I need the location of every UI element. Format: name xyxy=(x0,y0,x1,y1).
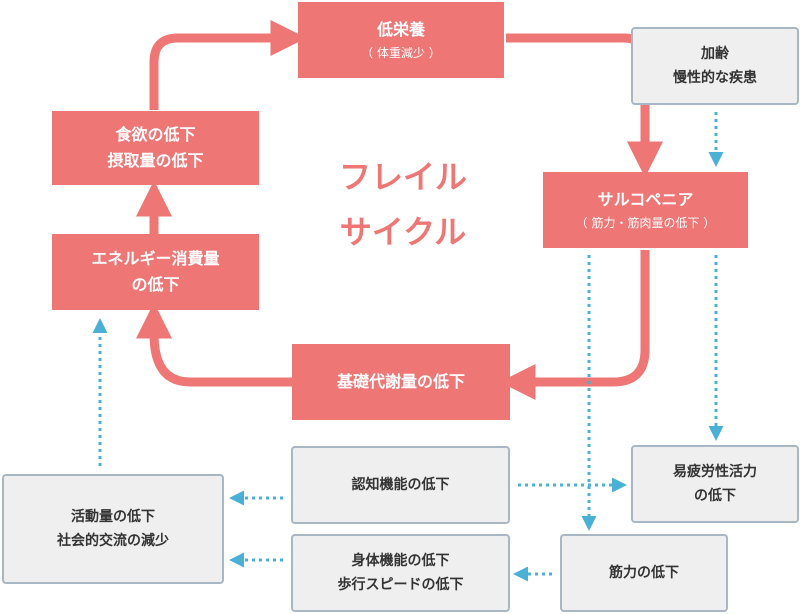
node-strength: 筋力の低下 xyxy=(560,534,728,612)
node-undernutrition-title: 低栄養 xyxy=(376,20,425,39)
arrow-appetite-to-undernutrition xyxy=(149,20,307,110)
node-undernutrition: 低栄養 （ 体重減少 ） xyxy=(298,2,504,78)
node-sarcopenia-sub: （ 筋力・筋肉量の低下 ） xyxy=(575,216,716,230)
node-sarcopenia: サルコペニア （ 筋力・筋肉量の低下 ） xyxy=(543,172,748,248)
node-activity-line1: 活動量の低下 xyxy=(71,509,155,525)
node-physical-line2: 歩行スピードの低下 xyxy=(337,577,464,593)
node-appetite-line2: 摂取量の低下 xyxy=(107,151,204,170)
node-strength-line1: 筋力の低下 xyxy=(609,565,679,581)
node-appetite-line1: 食欲の低下 xyxy=(115,125,196,144)
node-aging-line2: 慢性的な疾患 xyxy=(673,70,757,86)
node-activity: 活動量の低下 社会的交流の減少 xyxy=(2,474,224,584)
node-undernutrition-sub: （ 体重減少 ） xyxy=(361,46,441,60)
node-sarcopenia-title: サルコペニア xyxy=(597,190,694,209)
node-physical-line1: 身体機能の低下 xyxy=(351,553,450,569)
cycle-title-line1: フレイル xyxy=(338,158,467,196)
node-aging-line1: 加齢 xyxy=(701,46,729,62)
node-fatigue: 易疲労性活力 の低下 xyxy=(631,445,799,523)
node-aging: 加齢 慢性的な疾患 xyxy=(631,27,799,105)
node-fatigue-line2: の低下 xyxy=(694,488,736,504)
node-cognitive: 認知機能の低下 xyxy=(291,446,510,524)
node-activity-line2: 社会的交流の減少 xyxy=(57,533,169,549)
arrow-undernutrition-to-sarcopenia xyxy=(506,33,663,178)
node-energy: エネルギー消費量 の低下 xyxy=(52,234,259,310)
node-basal-metabolism: 基礎代謝量の低下 xyxy=(292,344,510,420)
node-basal-metabolism-title: 基礎代謝量の低下 xyxy=(336,372,465,391)
node-energy-line1: エネルギー消費量 xyxy=(91,249,220,268)
node-cognitive-line1: 認知機能の低下 xyxy=(351,477,450,493)
node-fatigue-line1: 易疲労性活力 xyxy=(673,464,757,480)
node-appetite: 食欲の低下 摂取量の低下 xyxy=(52,111,259,185)
arrow-sarcopenia-to-basal xyxy=(499,250,650,400)
node-physical: 身体機能の低下 歩行スピードの低下 xyxy=(291,534,510,612)
cycle-title: フレイル サイクル xyxy=(318,150,488,260)
node-energy-line2: の低下 xyxy=(131,275,180,294)
arrow-basal-to-energy xyxy=(136,302,292,387)
cycle-title-line2: サイクル xyxy=(339,213,467,251)
